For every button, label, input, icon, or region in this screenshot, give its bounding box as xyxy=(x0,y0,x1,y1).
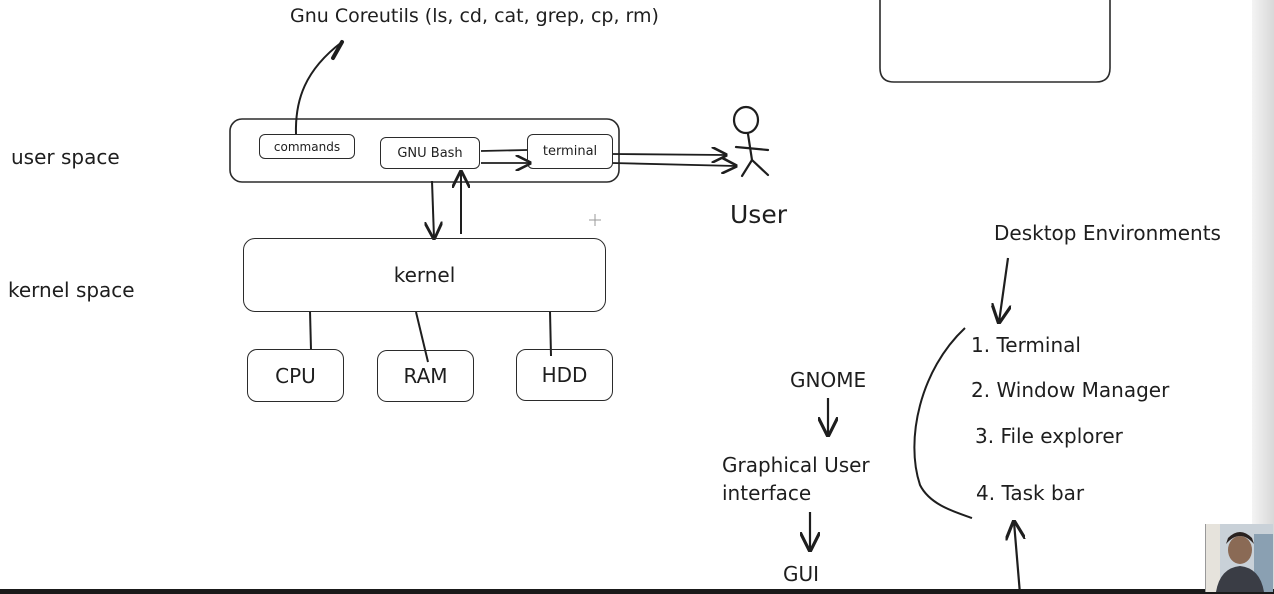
hdd-box: HDD xyxy=(516,349,613,401)
gui-description-line1: Graphical User xyxy=(722,453,870,477)
user-space-container xyxy=(229,118,620,183)
gnu-bash-box: GNU Bash xyxy=(380,137,480,169)
gui-label: GUI xyxy=(783,562,820,586)
coreutils-pointer-line xyxy=(294,41,343,135)
gnu-bash-label: GNU Bash xyxy=(397,145,463,161)
scrollbar-edge xyxy=(1252,0,1274,590)
taskbar-up-arrow xyxy=(1014,522,1020,594)
cpu-box: CPU xyxy=(247,349,344,402)
terminal-box: terminal xyxy=(527,134,613,169)
commands-label: commands xyxy=(273,139,341,154)
coreutils-label: Gnu Coreutils (ls, cd, cat, grep, cp, rm… xyxy=(290,5,659,27)
terminal-label: terminal xyxy=(542,144,598,159)
desktop-env-arrow xyxy=(999,257,1008,322)
kernel-hdd-line xyxy=(549,310,552,357)
bash-terminal-line xyxy=(480,149,528,152)
kernel-label: kernel xyxy=(393,263,456,287)
user-label: User xyxy=(730,200,787,229)
kernel-box: kernel xyxy=(243,238,606,312)
partial-box xyxy=(879,0,1111,83)
commands-box: commands xyxy=(259,134,355,159)
gnome-label: GNOME xyxy=(790,368,867,392)
desktop-list-item: 3. File explorer xyxy=(975,424,1123,448)
coreutils-pointer-tip xyxy=(331,40,344,60)
kernel-cpu-line xyxy=(309,310,312,351)
desktop-list-item: 4. Task bar xyxy=(976,481,1085,505)
desktop-environments-label: Desktop Environments xyxy=(994,221,1221,245)
presenter-webcam xyxy=(1205,524,1273,592)
desktop-list-item: 1. Terminal xyxy=(971,333,1081,357)
kernel-space-label: kernel space xyxy=(8,278,135,302)
cpu-label: CPU xyxy=(275,363,316,388)
crosshair-plus-icon xyxy=(589,214,601,226)
gui-description-line2: interface xyxy=(722,481,812,505)
hdd-label: HDD xyxy=(541,363,588,387)
kernel-ram-line xyxy=(415,311,429,363)
terminal-user-arrow-top xyxy=(611,154,726,155)
bash-to-kernel-arrow xyxy=(432,180,434,238)
bottom-bar xyxy=(0,589,1274,594)
stick-figure-icon xyxy=(732,105,770,178)
ram-box: RAM xyxy=(377,350,474,402)
desktop-list-item: 2. Window Manager xyxy=(971,378,1170,402)
desktop-list-brace xyxy=(913,327,973,519)
ram-label: RAM xyxy=(403,364,448,388)
user-space-label: user space xyxy=(11,145,120,169)
terminal-user-arrow-bottom xyxy=(611,163,736,166)
